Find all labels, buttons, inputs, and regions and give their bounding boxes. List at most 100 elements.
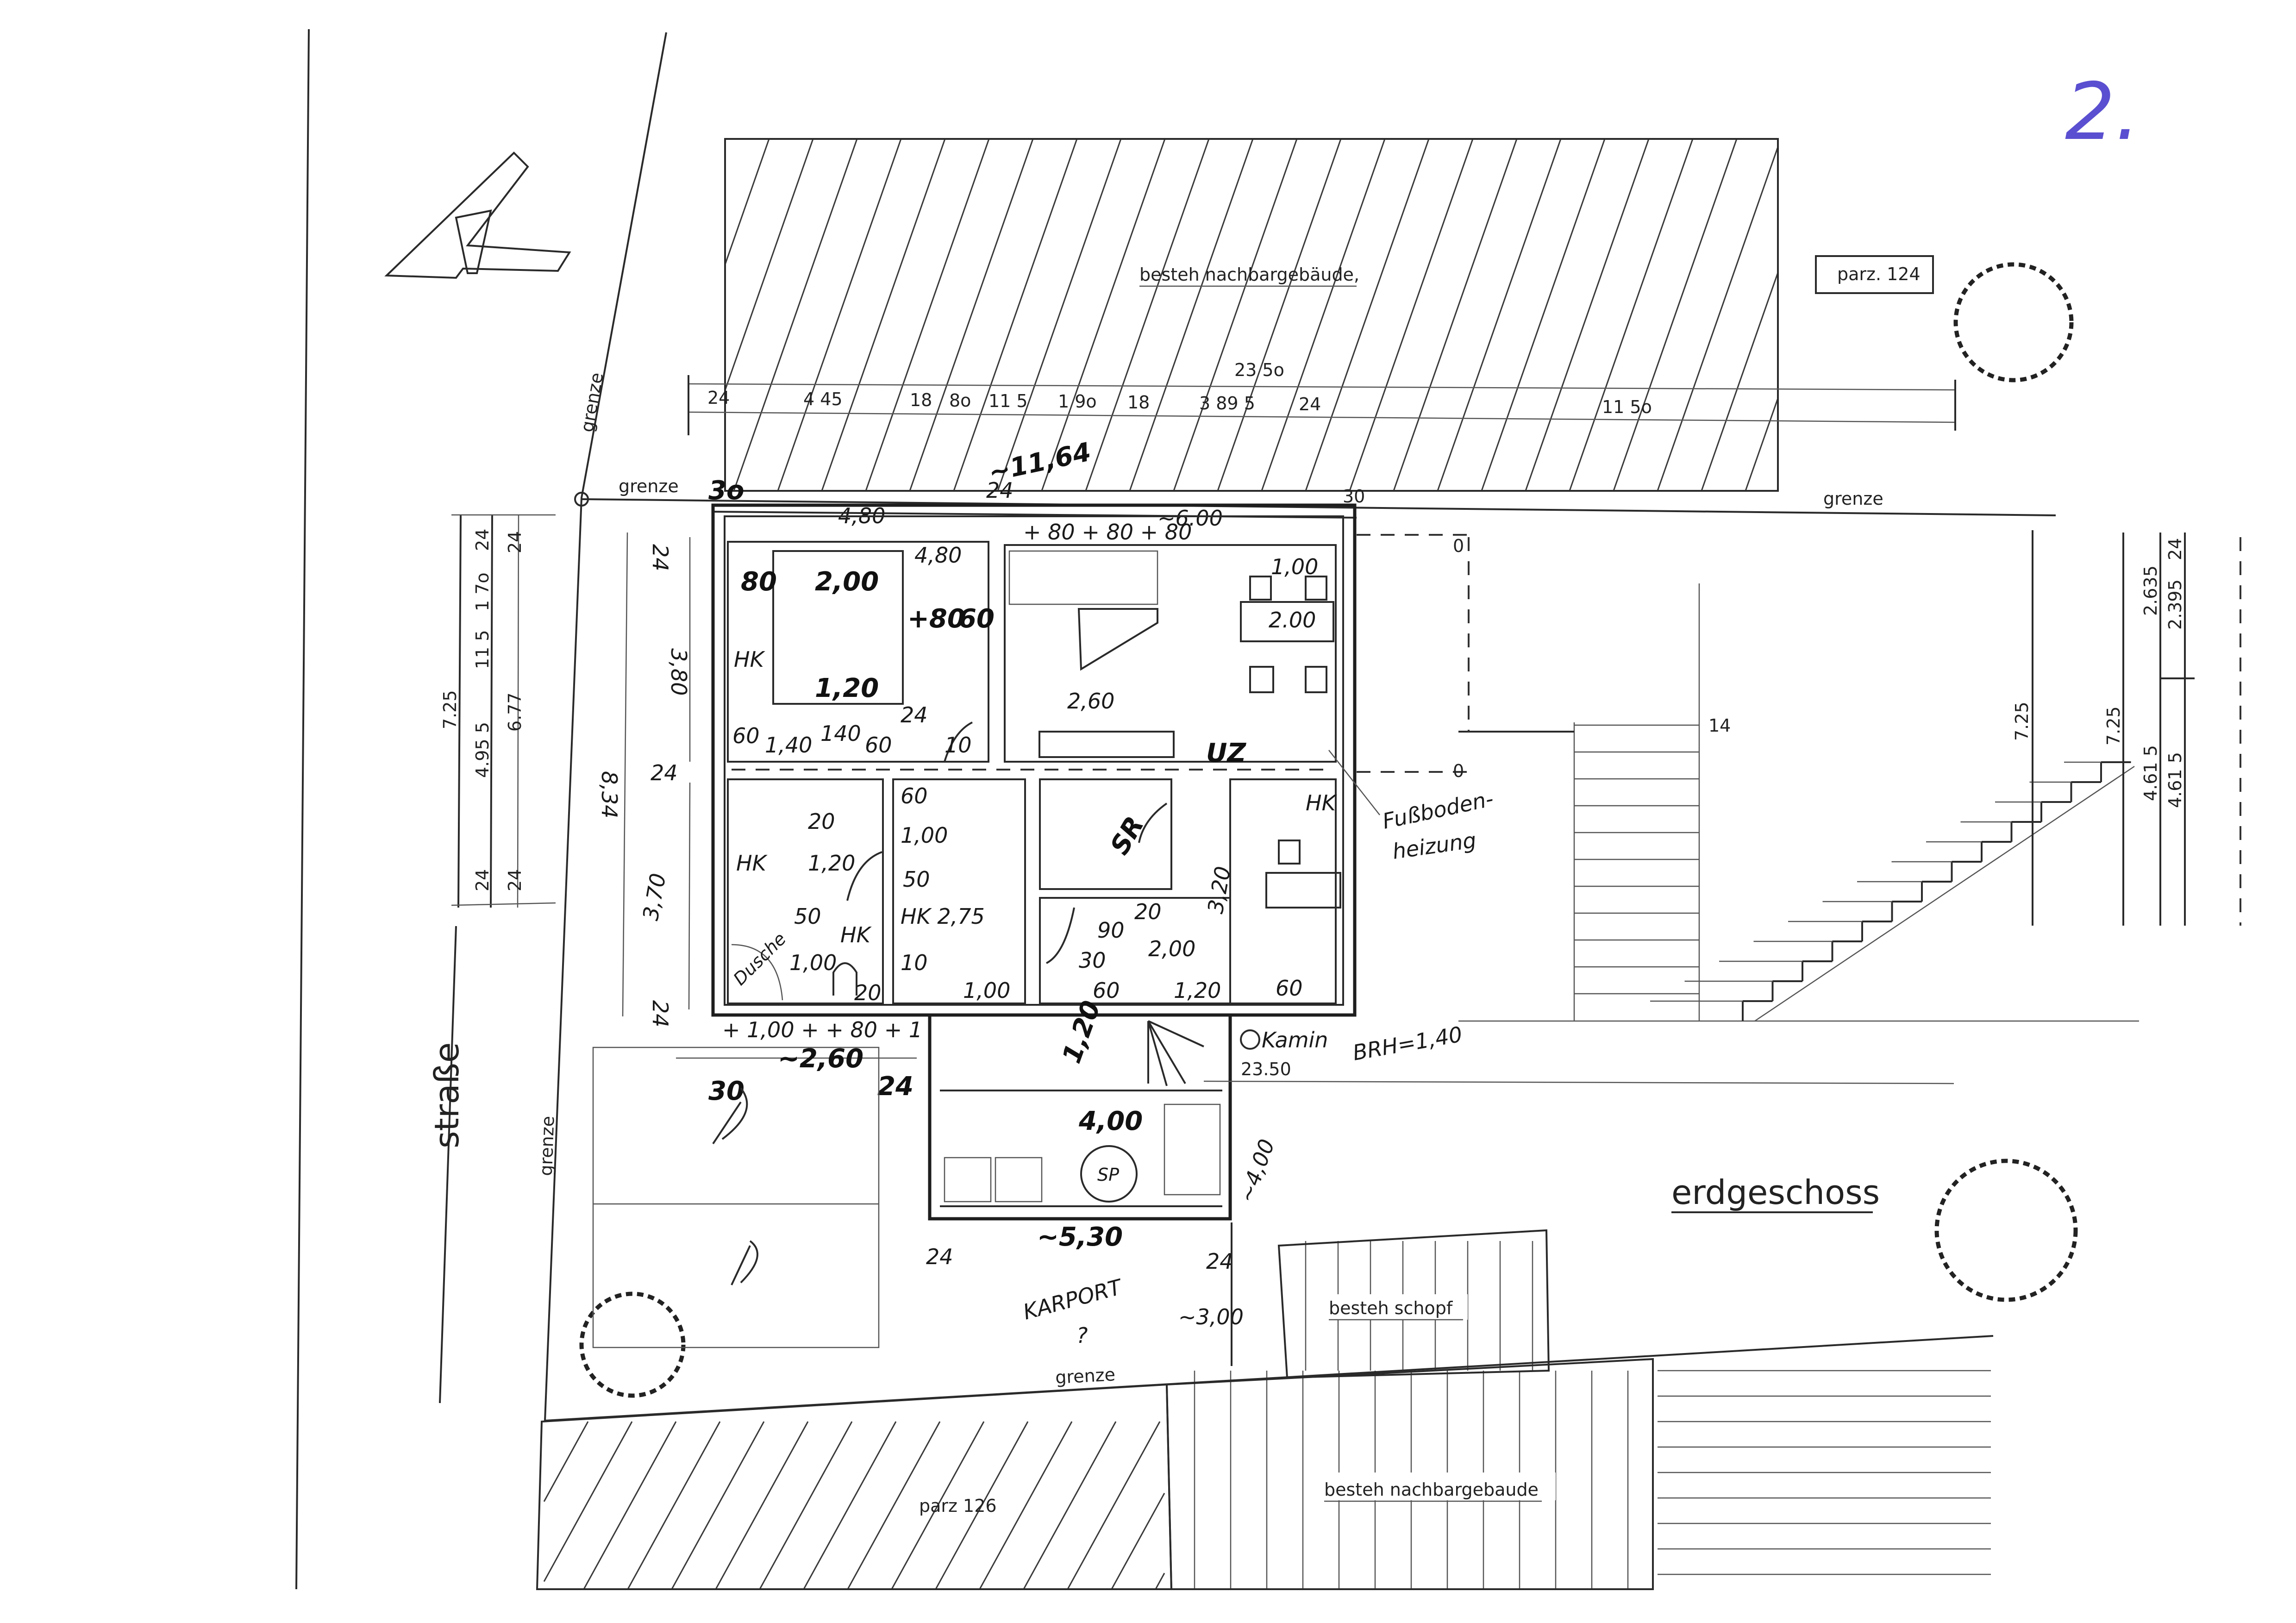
hatch-line [724,138,770,265]
neighbor-building-south-label: besteh nachbargebaude [1324,1479,1539,1500]
room-dim: 60 [1093,978,1120,1003]
room-dim: 50 [903,867,930,892]
room-dim: 1,00 [1271,554,1318,579]
dimension: 24 [648,544,673,571]
room-dim: 50 [794,904,821,929]
parcel-126-label: parz 126 [919,1496,997,1516]
tank-label: SP [1097,1165,1119,1185]
dimension-offset-left: 3o [708,476,744,506]
parcel-124-box [1815,255,1934,294]
door-swing-icon [1046,907,1075,964]
dimension: ~3,00 [1178,1304,1244,1329]
section-height: 7.25 [2103,706,2124,746]
stair-stringer-line [1754,765,2135,1022]
room-code: UZ [1206,738,1246,768]
hatch-line [935,1421,1029,1590]
carport-label: KARPORT [1020,1274,1126,1324]
stove-icon [1278,840,1301,865]
section-height: 4.61 5 [2165,752,2185,808]
room-dim: +80 [907,604,965,634]
neighbor-building-north-label: besteh nachbargebäude, [1139,264,1359,285]
floor-heating-note: Fußboden- [1380,786,1495,833]
hatch-line [627,1421,721,1590]
hatch-line [1569,138,1694,491]
parcel-124-label: parz. 124 [1837,264,1921,284]
section-staircase [1650,761,2135,1022]
door-swing-icon [1138,802,1168,843]
chimney-label: Kamin [1262,1028,1328,1053]
bathroom-labels: HK 20 1,20 50 HK Dusche 1,00 20 [729,809,881,1005]
dimension: 24 [648,1000,673,1028]
room-dim: 60 [1276,976,1303,1001]
hatch-line [724,138,814,391]
boundary-line-north [581,498,2056,516]
spiral-stair-icon [1147,1020,1204,1086]
hatch-line [1173,138,1298,491]
sheet-left-border-line [295,29,310,1590]
room-dim: HK 2,75 [901,904,985,929]
hatch-line [1349,138,1474,491]
hatch-line [997,138,1122,491]
section-height: 2.635 [2140,565,2161,616]
room-dim: 60 [958,604,995,634]
radiator-label: HK [734,647,766,672]
parking-area-outline [592,1046,880,1348]
room-dim: 10 [901,950,928,975]
chair-icon [1249,666,1274,693]
hatch-line [1085,138,1210,491]
dimension: 24 [505,869,525,891]
hatch-line [1041,138,1166,491]
hatch-line [1305,138,1430,491]
label-background [1324,1294,1468,1320]
floor-title: erdgeschoss [1671,1173,1880,1212]
hatch-line [1481,138,1606,491]
section-height: 4.61 5 [2140,745,2161,801]
page-number: 2. [2065,66,2140,158]
room-dim: 4,80 [914,543,962,568]
hatch-line [715,1421,809,1590]
living-room-outline [1004,544,1337,763]
dimension: 24 [877,1072,913,1102]
dimension-overall: 23 5o [1234,360,1284,380]
room-dim: 1,40 [765,733,812,758]
room-dim: + 80 + 80 + 80 [1023,520,1192,545]
shower-icon [731,944,783,1001]
room-dim: 1,20 [808,851,855,876]
dimension: 24 [1206,1249,1233,1274]
room-dim: 1,00 [789,950,837,975]
dimension-line-overall [688,383,1956,391]
dimension-segment: 18 [910,390,932,410]
left-dimension-chains: 7.25 24 1 7o 11 5 4.95 5 24 24 6.77 24 [440,514,556,908]
dimension: ~4,00 [1234,1136,1280,1206]
hatch-line [1613,138,1738,491]
chair-icon [1305,666,1327,693]
hallway-outline [892,778,1026,1004]
hatch-line [847,1421,941,1590]
dryer-icon [995,1157,1043,1203]
neighbor-building-north-hatching [724,138,1779,491]
room-dim: 20 [854,980,882,1005]
dimension-width: ~2,60 [778,1044,863,1074]
dimension-segment: 24 [1299,394,1321,414]
section-height: 2.395 [2165,579,2185,630]
radiator-label: HK [840,922,872,947]
bathroom-outline [727,778,884,1004]
room-dim: 2,00 [815,567,879,597]
dimension: ~5,30 [1037,1222,1123,1252]
boundary-label: grenze [619,476,679,496]
tv-unit-icon [1039,731,1175,758]
hatch-line [865,138,990,491]
hatch-line [543,1421,589,1502]
room-dim: 140 [820,721,861,746]
sill-height-label: BRH=1,40 [1351,1021,1464,1065]
neighbor-building-south-horizontal-lines [1658,1370,1991,1575]
living-room-labels: + 80 + 80 + 80 1,00 2.00 2,60 UZ [1023,520,1318,768]
radiator-label: HK [1306,790,1338,815]
bedroom-labels: 80 2,00 4,80 HK 1,20 +80 60 60 1,40 140 … [732,543,995,758]
dimension-overall-depth: 7.25 [440,690,460,729]
section-height: 24 [2165,538,2185,560]
hatch-line [671,1421,765,1590]
datum-label: 0 [1453,536,1464,556]
boundary-label: grenze [1055,1364,1116,1388]
hatch-line [1701,272,1779,491]
